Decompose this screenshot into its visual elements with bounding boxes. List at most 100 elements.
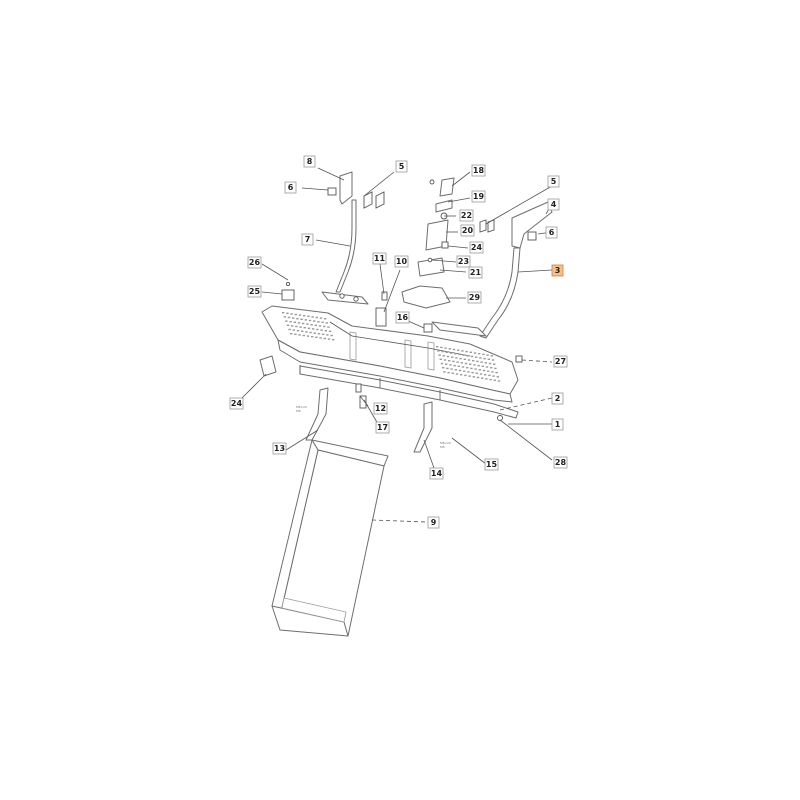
- platform-assembly: [261, 305, 519, 419]
- perforation-hole: [324, 330, 327, 332]
- screw-26: [285, 281, 291, 287]
- perforation-hole: [458, 369, 462, 372]
- perforation-hole: [476, 360, 479, 363]
- callout-29: 29: [467, 291, 482, 304]
- svg-text:21: 21: [470, 268, 482, 277]
- right-grip-bracket: [511, 201, 553, 249]
- perforation-hole: [437, 350, 440, 352]
- svg-text:20: 20: [462, 226, 474, 235]
- perforation-hole: [302, 334, 305, 337]
- perforation-hole: [310, 324, 313, 326]
- perforation-hole: [459, 357, 462, 360]
- perforation-hole: [467, 359, 471, 361]
- perforation-hole: [455, 373, 459, 375]
- perforation-hole: [315, 316, 318, 319]
- callout-8: 8: [303, 155, 316, 168]
- perforation-hole: [492, 375, 495, 377]
- perforation-hole: [440, 346, 443, 349]
- left-grip-bracket: [339, 171, 353, 205]
- svg-text:24: 24: [471, 243, 483, 252]
- perforation-hole: [464, 362, 468, 365]
- perforation-hole: [469, 351, 472, 353]
- perforation-hole: [297, 322, 301, 324]
- platform-bracket-right: [427, 341, 435, 371]
- callout-15: 15: [484, 458, 499, 471]
- chute-inner-edge: [281, 597, 347, 623]
- callout-21: 21: [468, 266, 483, 279]
- bracket-25: [281, 289, 295, 301]
- perforation-hole: [456, 361, 459, 363]
- perforation-hole: [487, 358, 490, 360]
- callout-19: 19: [471, 190, 486, 203]
- perforation-hole: [317, 321, 320, 323]
- perforation-hole: [326, 334, 329, 336]
- perforation-hole: [323, 337, 326, 340]
- perforation-hole: [327, 326, 330, 328]
- perforation-hole: [292, 329, 295, 331]
- perforation-hole: [474, 368, 477, 370]
- perforation-hole: [476, 376, 480, 379]
- perforation-hole: [282, 312, 285, 314]
- platform-front-face: [277, 339, 513, 403]
- perforation-hole: [463, 370, 466, 372]
- perforation-hole: [283, 316, 286, 318]
- perforation-hole: [445, 351, 448, 353]
- perforation-hole: [470, 367, 473, 370]
- perforation-hole: [327, 338, 331, 340]
- bracket-14: [413, 401, 433, 453]
- perforation-hole: [299, 326, 302, 328]
- svg-text:25: 25: [249, 287, 261, 296]
- perforation-hole: [479, 373, 483, 375]
- perforation-hole: [470, 355, 474, 358]
- nut-28: [497, 415, 503, 421]
- callout-25: 25: [247, 285, 262, 298]
- perforation-hole: [496, 376, 499, 378]
- svg-text:15: 15: [486, 460, 498, 469]
- perforation-hole: [482, 369, 486, 372]
- svg-text:16: 16: [397, 313, 409, 322]
- perforation-hole: [482, 353, 485, 356]
- svg-text:5: 5: [551, 177, 557, 186]
- perforation-hole: [483, 357, 486, 360]
- perforation-hole: [302, 322, 305, 325]
- perforation-hole: [447, 371, 450, 374]
- svg-text:12: 12: [375, 404, 386, 413]
- perforation-hole: [484, 362, 487, 364]
- callout-4: 4: [547, 198, 560, 211]
- clamp-24-left: [259, 355, 277, 377]
- callout-26: 26: [247, 256, 262, 269]
- platform-bracket-mid: [404, 339, 412, 369]
- perforation-hole: [321, 321, 324, 323]
- perforation-hole: [463, 358, 466, 360]
- callout-24-left: 24: [229, 397, 244, 410]
- callout-9: 9: [427, 516, 440, 529]
- perforation-hole: [313, 332, 316, 334]
- perforation-hole: [497, 380, 501, 382]
- perforation-hole: [311, 316, 314, 318]
- svg-text:24: 24: [231, 399, 243, 408]
- perforation-hole: [466, 355, 469, 357]
- svg-text:11: 11: [374, 254, 386, 263]
- perforation-hole: [305, 331, 308, 333]
- callout-23: 23: [456, 255, 471, 268]
- perforation-hole: [485, 366, 489, 368]
- perforation-hole: [288, 328, 291, 331]
- right-handle-base: [431, 321, 487, 337]
- perforation-hole: [465, 350, 468, 353]
- bolt-11: [381, 291, 388, 301]
- perforation-hole: [294, 333, 297, 335]
- perforation-hole: [324, 318, 327, 320]
- callout-2: 2: [551, 392, 564, 405]
- perforation-hole: [446, 367, 449, 370]
- callouts: 1 2 3 4 5 5 6 6 7 8 9 10 11 12 13 14 15 …: [229, 155, 568, 529]
- perforation-hole: [477, 364, 480, 367]
- perforation-hole: [296, 318, 299, 320]
- perforation-hole: [487, 370, 490, 372]
- left-grip-clip: [327, 187, 337, 196]
- perforation-hole: [449, 352, 453, 354]
- perforation-hole: [293, 321, 296, 323]
- perforation-hole: [472, 360, 475, 362]
- svg-text:6: 6: [549, 228, 555, 237]
- svg-text:M8×20: M8×20: [440, 441, 451, 445]
- perforation-hole: [484, 374, 487, 376]
